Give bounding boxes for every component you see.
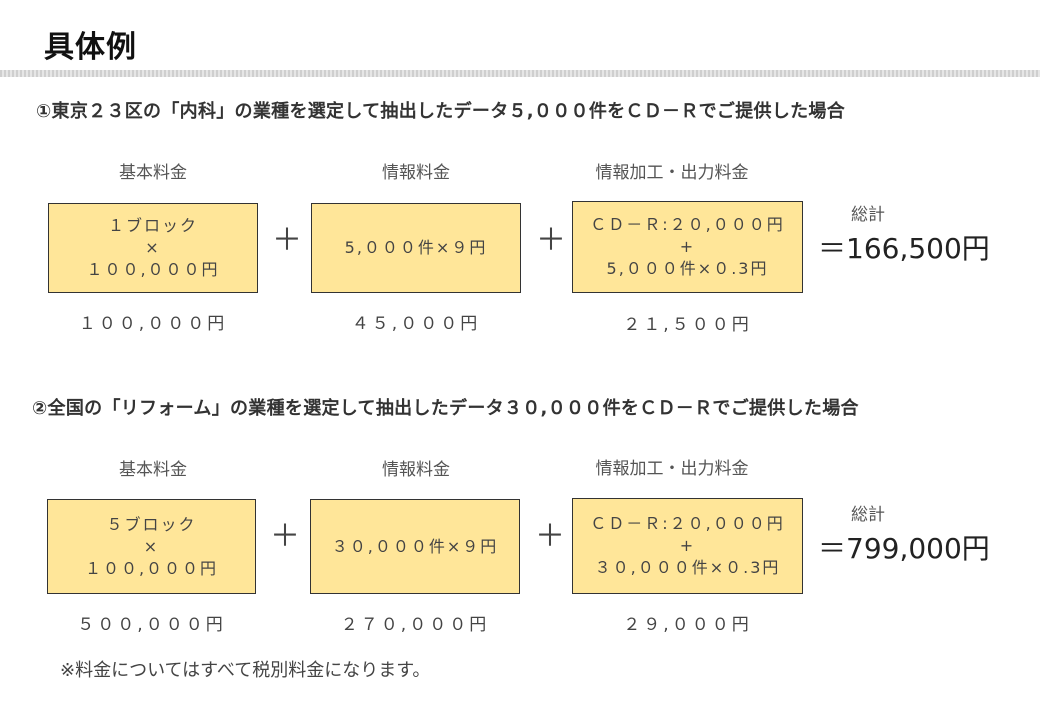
info-fee-box: 5,０００件×９円 — [311, 203, 521, 293]
basic-fee-label: 基本料金 — [119, 163, 187, 183]
info-fee-line: ３０,０００件×９円 — [331, 536, 499, 556]
scenario-heading: ①東京２３区の「内科」の業種を選定して抽出したデータ５,０００件をＣＤ－Ｒでご提… — [36, 101, 846, 122]
page-title: 具体例 — [44, 30, 137, 65]
plus-sign: ＋ — [535, 519, 565, 554]
processing-fee-line: ＣＤ－Ｒ:２０,０００円 — [590, 215, 785, 234]
processing-fee-label: 情報加工・出力料金 — [595, 163, 749, 183]
basic-fee-line: １ブロック — [107, 216, 198, 235]
basic-fee-label: 基本料金 — [119, 460, 187, 480]
info-fee-box: ３０,０００件×９円 — [310, 499, 520, 594]
total-value: ＝166,500円 — [818, 232, 990, 265]
tax-footnote: ※料金についてはすべて税別料金になります。 — [60, 660, 431, 681]
processing-fee-subtotal: ２１,５００円 — [623, 315, 752, 335]
plus-sign: ＋ — [272, 223, 302, 258]
info-fee-label: 情報料金 — [382, 163, 450, 183]
basic-fee-subtotal: ５００,０００円 — [77, 615, 226, 635]
processing-fee-label: 情報加工・出力料金 — [595, 459, 749, 479]
info-fee-subtotal: ２７０,０００円 — [340, 615, 490, 635]
processing-fee-line: ３０,０００件×０.3円 — [594, 558, 781, 577]
plus-sign: ＋ — [270, 519, 300, 554]
processing-fee-line: 5,０００件×０.3円 — [606, 259, 769, 278]
basic-fee-line: × — [143, 536, 160, 556]
basic-fee-line: ５ブロック — [106, 514, 197, 534]
processing-fee-line: + — [679, 536, 696, 555]
basic-fee-box: ５ブロック × １００,０００円 — [47, 499, 256, 594]
basic-fee-line: １００,０００円 — [86, 260, 220, 279]
title-divider — [0, 70, 1040, 77]
info-fee-line: 5,０００件×９円 — [344, 238, 488, 257]
basic-fee-line: １００,０００円 — [84, 558, 219, 578]
processing-fee-subtotal: ２９,０００円 — [623, 615, 752, 635]
basic-fee-box: １ブロック × １００,０００円 — [48, 203, 258, 293]
info-fee-subtotal: ４５,０００円 — [351, 314, 481, 334]
plus-sign: ＋ — [536, 223, 566, 258]
basic-fee-line: × — [145, 238, 161, 257]
scenario-heading: ②全国の「リフォーム」の業種を選定して抽出したデータ３０,０００件をＣＤ－Ｒでご… — [32, 398, 859, 419]
basic-fee-subtotal: １００,０００円 — [78, 314, 228, 334]
processing-fee-line: + — [679, 237, 696, 256]
info-fee-label: 情報料金 — [382, 460, 450, 480]
processing-fee-box: ＣＤ－Ｒ:２０,０００円 + ３０,０００件×０.3円 — [572, 498, 803, 594]
processing-fee-line: ＣＤ－Ｒ:２０,０００円 — [590, 514, 785, 533]
total-label: 総計 — [851, 205, 885, 225]
total-value: ＝799,000円 — [818, 532, 990, 565]
processing-fee-box: ＣＤ－Ｒ:２０,０００円 + 5,０００件×０.3円 — [572, 201, 803, 293]
total-label: 総計 — [851, 505, 885, 525]
